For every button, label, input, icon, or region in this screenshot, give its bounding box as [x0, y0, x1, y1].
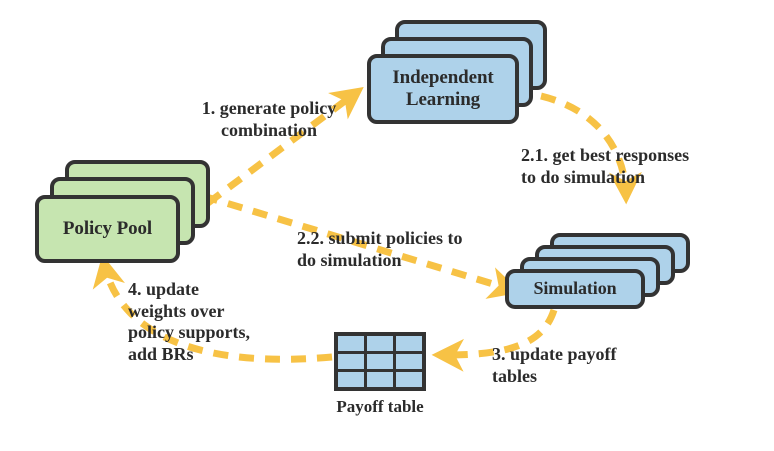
node-label-simulation: Simulation — [533, 278, 617, 299]
edge-label-get-best-responses: 2.1. get best responses to do simulation — [521, 145, 690, 187]
node-label-independent-learning: Independent Learning — [392, 66, 494, 110]
node-layer-front: Simulation — [505, 269, 645, 309]
edge-label-update-payoff-tables: 3. update payoff tables — [492, 344, 617, 386]
node-independent-learning[interactable]: Independent Learning — [367, 20, 547, 125]
table-cell — [364, 369, 396, 391]
table-cell — [393, 369, 426, 391]
node-layer-front: Policy Pool — [35, 195, 180, 263]
edge-label-generate-policy-combination: 1. generate policy combination — [201, 98, 337, 140]
node-policy-pool[interactable]: Policy Pool — [35, 160, 210, 265]
node-layer-front: Independent Learning — [367, 54, 519, 124]
edge-label-update-weights: 4. update weights over policy supports, … — [128, 279, 251, 364]
payoff-table-grid — [334, 332, 426, 391]
table-row — [334, 369, 426, 391]
table-cell — [393, 332, 426, 354]
table-cell — [364, 332, 396, 354]
node-label-policy-pool: Policy Pool — [62, 217, 153, 239]
table-row — [334, 351, 426, 372]
table-cell — [393, 351, 426, 372]
payoff-table-caption: Payoff table — [336, 397, 424, 416]
node-simulation[interactable]: Simulation — [505, 233, 690, 318]
table-row — [334, 332, 426, 354]
table-cell — [334, 351, 367, 372]
edge-label-submit-policies: 2.2. submit policies to do simulation — [297, 228, 463, 270]
table-cell — [364, 351, 396, 372]
payoff-table-group[interactable]: Payoff table — [334, 332, 426, 417]
table-cell — [334, 369, 367, 391]
table-cell — [334, 332, 367, 354]
